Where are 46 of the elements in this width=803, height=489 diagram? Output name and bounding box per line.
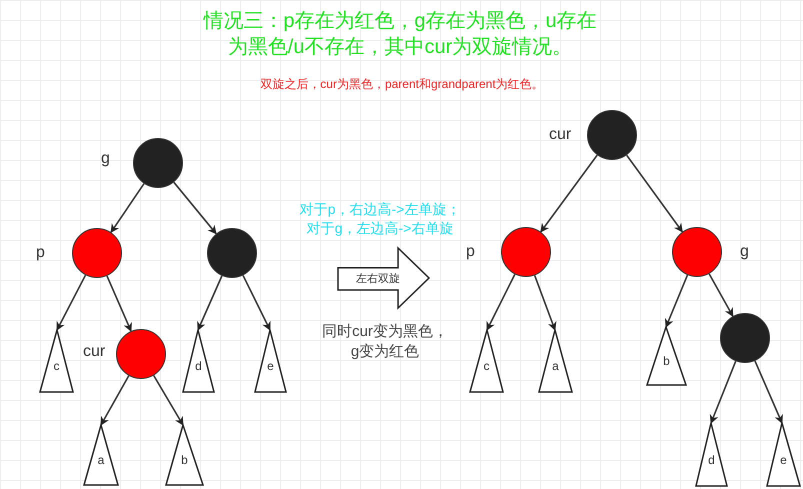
subtree-triangle: e [255,330,286,392]
arrow [540,154,598,233]
subtree-triangle: b [166,425,203,485]
node-label: p [466,243,475,261]
tree-node-circle [133,138,183,188]
annotation-text: 同时cur变为黑色，g变为红色 [321,322,449,362]
tree-node-circle [672,227,722,277]
node-label: g [740,243,749,261]
subtree-triangle: e [767,423,800,486]
arrow [626,154,683,232]
arrow [173,182,217,234]
node-label: g [101,150,110,168]
subtree-triangle: d [183,330,214,392]
arrow [106,276,132,332]
annotation-text: 对于p，右边高->左单旋； [298,200,462,218]
title: 情况三：p存在为红色，g存在为黑色，u存在为黑色/u不存在，其中cur为双旋情况。 [202,9,598,60]
subtree-triangle: a [84,425,118,485]
subtree-triangle: a [539,330,572,392]
arrow [710,360,736,424]
tree-node-circle [207,228,257,278]
node-label: p [36,244,45,262]
arrow [534,275,556,331]
arrow [56,274,86,331]
node-label: cur [83,343,106,361]
arrow [486,274,516,331]
arrow [708,273,734,317]
subtree-triangle: b [647,327,686,385]
tree-node-circle [587,110,637,160]
node-label: cur [549,126,572,144]
arrow [153,375,184,426]
arrow [664,274,688,328]
subtree-triangle: c [470,330,503,392]
block-arrow: 左右双旋 [338,248,429,308]
tree-node-circle [72,228,122,278]
tree-node-circle [116,329,166,379]
arrow [242,275,271,331]
subtree-triangle: d [696,423,727,486]
arrow [754,360,783,424]
annotation-text: 双旋之后，cur为黑色，parent和grandparent为红色。 [259,76,545,92]
tree-node-circle [720,313,770,363]
arrow [100,375,130,426]
tree-node-circle [501,227,551,277]
annotation-text: 对于g，左边高->右单旋 [306,219,454,237]
arrow [110,183,145,234]
subtree-triangle: c [40,330,73,392]
arrow [197,276,223,331]
